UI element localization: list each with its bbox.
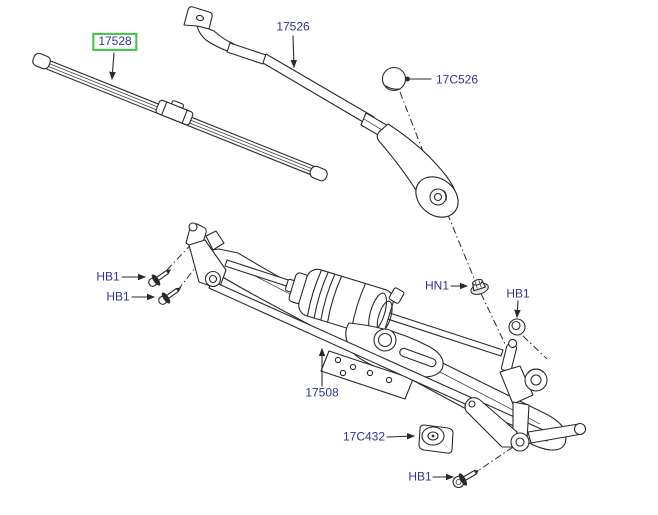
part-label-17C526[interactable]: 17C526 — [435, 72, 479, 87]
part-label-17508[interactable]: 17508 — [305, 385, 339, 400]
wiper-blade-drawing — [32, 52, 328, 182]
part-label-HB1-upper-left-2[interactable]: HB1 — [106, 289, 130, 304]
wiper-arm-drawing — [183, 6, 459, 218]
bolt-lower-drawing — [452, 469, 479, 489]
bolt-upper-left-1-drawing — [148, 269, 172, 287]
part-label-17528-selected[interactable]: 17528 — [92, 32, 138, 52]
grommet-17C432-drawing — [418, 424, 454, 454]
part-label-HB1-pivot-spacer[interactable]: HB1 — [506, 286, 530, 301]
leader-lines — [109, 35, 521, 481]
pivot-cap-drawing — [381, 66, 407, 92]
part-label-HN1[interactable]: HN1 — [424, 278, 450, 293]
part-label-17C432[interactable]: 17C432 — [342, 429, 386, 444]
bolt-upper-left-2-drawing — [158, 287, 182, 305]
part-label-17526[interactable]: 17526 — [276, 19, 310, 34]
pivot-spacer-drawing — [508, 318, 526, 336]
part-label-HB1-upper-left-1[interactable]: HB1 — [96, 269, 120, 284]
pivot-nut-drawing — [470, 278, 489, 295]
wiper-motor-linkage-drawing — [185, 222, 587, 452]
part-label-HB1-lower[interactable]: HB1 — [408, 469, 432, 484]
